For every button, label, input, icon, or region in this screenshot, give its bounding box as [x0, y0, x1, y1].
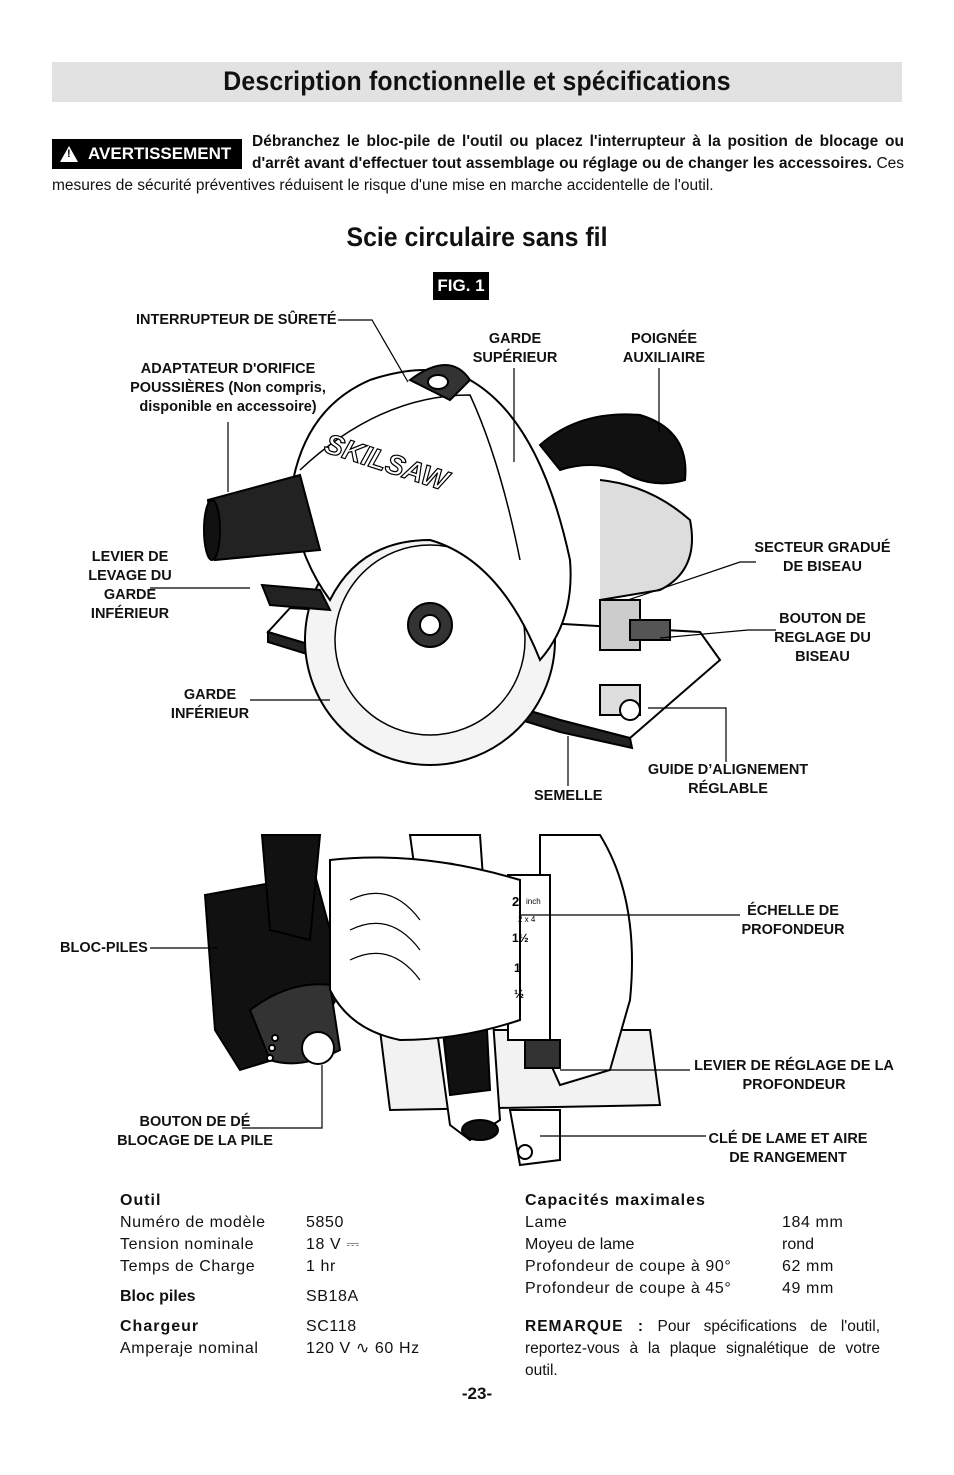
spec-outil-title: Outil — [120, 1192, 162, 1209]
callout-lines-top — [150, 319, 776, 786]
label-interrupteur: INTERRUPTEUR DE SÛRETÉ — [136, 312, 337, 328]
spec-row-label: Temps de Charge — [120, 1258, 256, 1275]
page-title: Description fonctionnelle et spécificati… — [223, 66, 731, 96]
circular-saw-drawing — [203, 364, 722, 766]
figure-label: FIG. 1 — [433, 272, 489, 300]
spec-row-value: 49 mm — [782, 1280, 834, 1297]
page-number: -23- — [461, 1384, 493, 1403]
spec-row-value: 184 mm — [782, 1214, 844, 1231]
spec-row-label: Moyeu de lame — [525, 1236, 635, 1253]
spec-amperage-value: 120 V ∿ 60 Hz — [306, 1340, 420, 1357]
warning-badge-label: AVERTISSEMENT — [88, 144, 232, 163]
callout-lines-bottom — [150, 914, 740, 1137]
svg-text:½: ½ — [514, 987, 524, 1001]
spec-row-value: 18 V ⎓ — [306, 1236, 360, 1253]
svg-text:2: 2 — [512, 894, 519, 909]
spec-row-value: 62 mm — [782, 1258, 834, 1275]
spec-chargeur-value: SC118 — [306, 1318, 357, 1335]
spec-bloc-label: Bloc piles — [120, 1288, 196, 1305]
remarque-label: REMARQUE : — [525, 1318, 645, 1335]
depth-scale-marks: 2 inch 2 x 4 1½ 1 ½ — [512, 894, 541, 1001]
header-bar: Description fonctionnelle et spécificati… — [52, 62, 902, 102]
warning-badge: AVERTISSEMENT — [52, 139, 242, 169]
saw-side-drawing — [203, 834, 662, 1167]
svg-text:2 x 4: 2 x 4 — [518, 915, 536, 924]
spec-capacites-title: Capacités maximales — [525, 1192, 706, 1209]
spec-chargeur-label: Chargeur — [120, 1318, 200, 1335]
spec-bloc-value: SB18A — [306, 1288, 359, 1305]
spec-row-value: 5850 — [306, 1214, 344, 1231]
label-bloc-piles: BLOC-PILES — [60, 940, 148, 956]
spec-row-label: Profondeur de coupe à 90° — [525, 1258, 732, 1275]
spec-row-label: Lame — [525, 1214, 568, 1231]
svg-text:inch: inch — [526, 897, 541, 906]
spec-row-value: rond — [782, 1236, 815, 1253]
svg-text:1½: 1½ — [512, 931, 529, 945]
section-subtitle: Scie circulaire sans fil — [346, 222, 608, 252]
spec-row-label: Profondeur de coupe à 45° — [525, 1280, 732, 1297]
warning-icon — [60, 146, 78, 162]
spec-row-label: Numéro de modèle — [120, 1214, 266, 1231]
spec-row-value: 1 hr — [306, 1258, 336, 1275]
svg-text:1: 1 — [514, 961, 521, 975]
remarque-note: REMARQUE : Pour spécifications de l'outi… — [525, 1316, 880, 1382]
spec-amperage-label: Amperaje nominal — [120, 1340, 259, 1357]
warning-text: Débranchez le bloc-pile de l'outil ou pl… — [52, 131, 904, 197]
warning-bold-text: Débranchez le bloc-pile de l'outil ou pl… — [252, 133, 904, 172]
warning-normal-text: Ces mesures de sécurité préventives rédu… — [52, 155, 905, 194]
label-semelle: SEMELLE — [534, 788, 603, 804]
remarque-text: Pour spécifications de l'outil, reportez… — [525, 1318, 880, 1379]
spec-row-label: Tension nominale — [120, 1236, 255, 1253]
